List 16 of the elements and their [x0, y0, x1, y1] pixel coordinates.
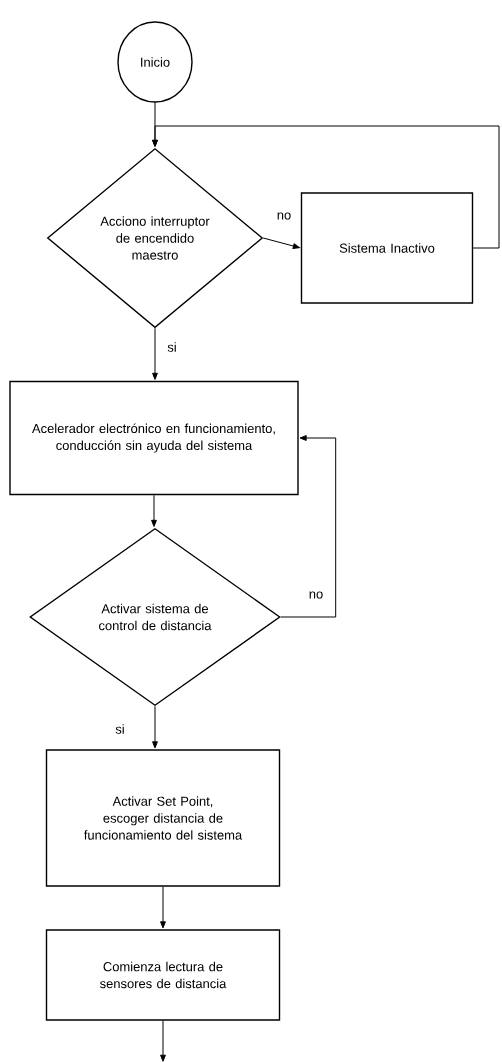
arrow [152, 125, 500, 249]
arrow [152, 327, 158, 380]
arrow [152, 705, 158, 749]
edge-label: si [166, 341, 178, 353]
edge-label: si [114, 723, 126, 735]
arrow [160, 1020, 166, 1062]
process-box: Acelerador electrónico en funcionamiento, conducción sin ayuda del sistema [9, 380, 299, 496]
edge-label: no [275, 211, 293, 221]
process-box: Activar Set Point, escoger distancia de funcionamiento del sistema [45, 749, 281, 887]
process-box: Sistema Inactivo [300, 192, 474, 304]
arrow [280, 435, 337, 618]
process-box: Comienza lectura de sensores de distancia [45, 929, 281, 1021]
edge-label: no [307, 590, 325, 600]
arrow [160, 886, 166, 929]
arrow [151, 494, 157, 527]
arrow [262, 237, 300, 249]
